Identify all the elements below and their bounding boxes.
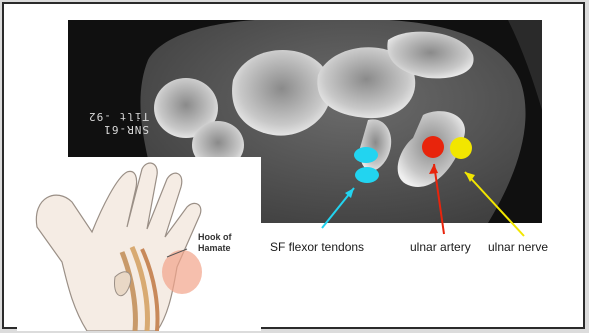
hook-label-line2: Hamate (198, 243, 232, 254)
sf-flexor-tendons-label: SF flexor tendons (270, 240, 364, 254)
tendon-marker-upper (354, 147, 378, 163)
hook-label-line1: Hook of (198, 232, 232, 243)
slide: SNR-61 Tilt -92 Hook of Hamate SF flexor… (2, 2, 585, 329)
ulnar-artery-marker (422, 136, 444, 158)
ulnar-artery-label: ulnar artery (410, 240, 471, 254)
hand-anatomy-illustration: Hook of Hamate (17, 157, 261, 331)
tendon-marker-lower (355, 167, 379, 183)
ulnar-nerve-label: ulnar nerve (488, 240, 548, 254)
ulnar-nerve-marker (450, 137, 472, 159)
hook-of-hamate-label: Hook of Hamate (198, 232, 232, 254)
ct-overlay-text: SNR-61 Tilt -92 (88, 110, 149, 136)
ct-overlay-line2: Tilt -92 (88, 110, 149, 123)
ct-overlay-line1: SNR-61 (88, 123, 149, 136)
